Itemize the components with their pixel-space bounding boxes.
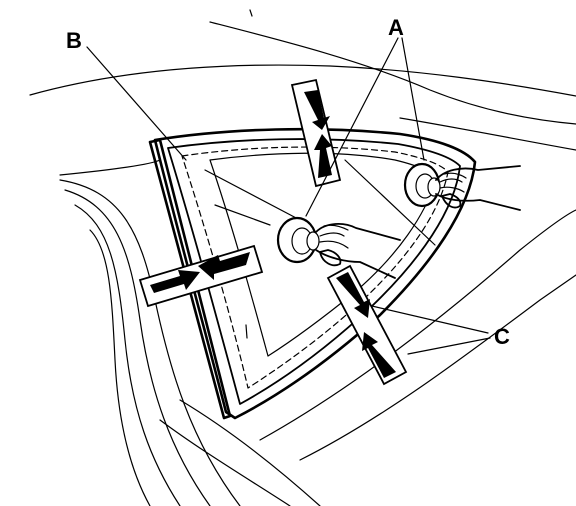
- glass-reflection-3: [344, 159, 436, 246]
- callout-b: B: [66, 28, 82, 53]
- arrow-left-icon: [198, 252, 250, 280]
- pillar-curve-4: [89, 229, 151, 506]
- arrow-diagonal-down-icon: [336, 272, 370, 318]
- roof-edge-line: [209, 21, 576, 125]
- leader-c-upper: [371, 305, 489, 334]
- leader-lines: [86, 37, 491, 355]
- adhesive-bead-line: [181, 146, 449, 389]
- glass-mark: [245, 324, 248, 339]
- arrow-down-icon: [304, 90, 330, 130]
- quarter-glass: [148, 127, 477, 420]
- pillar-top-line: [59, 159, 161, 176]
- glass-reflection-2: [214, 204, 271, 226]
- glass-reflection-1: [204, 169, 301, 221]
- arrow-panel-top: [290, 78, 342, 188]
- leader-c-lower: [407, 337, 491, 355]
- glass-front-edge: [148, 138, 232, 420]
- door-line-2: [179, 399, 321, 506]
- callout-c: C: [494, 324, 510, 349]
- upper-body-line: [399, 117, 576, 151]
- arrow-panel-left: [138, 244, 264, 308]
- pillar-curve-2: [64, 189, 211, 506]
- glass-molding-inner: [167, 138, 461, 405]
- pillar-curve-3: [74, 204, 181, 506]
- callout-a: A: [388, 15, 404, 40]
- arrow-diagonal-up-icon: [362, 332, 396, 378]
- arrow-panel-c: [326, 264, 408, 386]
- leader-a-lower: [305, 37, 399, 217]
- door-line-1: [159, 419, 291, 506]
- hand-lower-icon: [315, 223, 401, 279]
- glass-outline: [153, 127, 477, 420]
- hand-upper-icon: [435, 165, 521, 211]
- leader-a-upper: [401, 37, 425, 161]
- suction-cup-upper-icon: [403, 162, 441, 208]
- glass-inner-edge: [209, 152, 437, 357]
- arrow-right-icon: [150, 270, 200, 293]
- leader-b: [86, 46, 187, 161]
- arrow-up-icon: [314, 134, 332, 178]
- lower-body-line: [259, 209, 576, 441]
- roof-mark: [249, 9, 253, 17]
- suction-cup-lower-icon: [276, 216, 320, 264]
- lower-body-line-2: [299, 274, 576, 461]
